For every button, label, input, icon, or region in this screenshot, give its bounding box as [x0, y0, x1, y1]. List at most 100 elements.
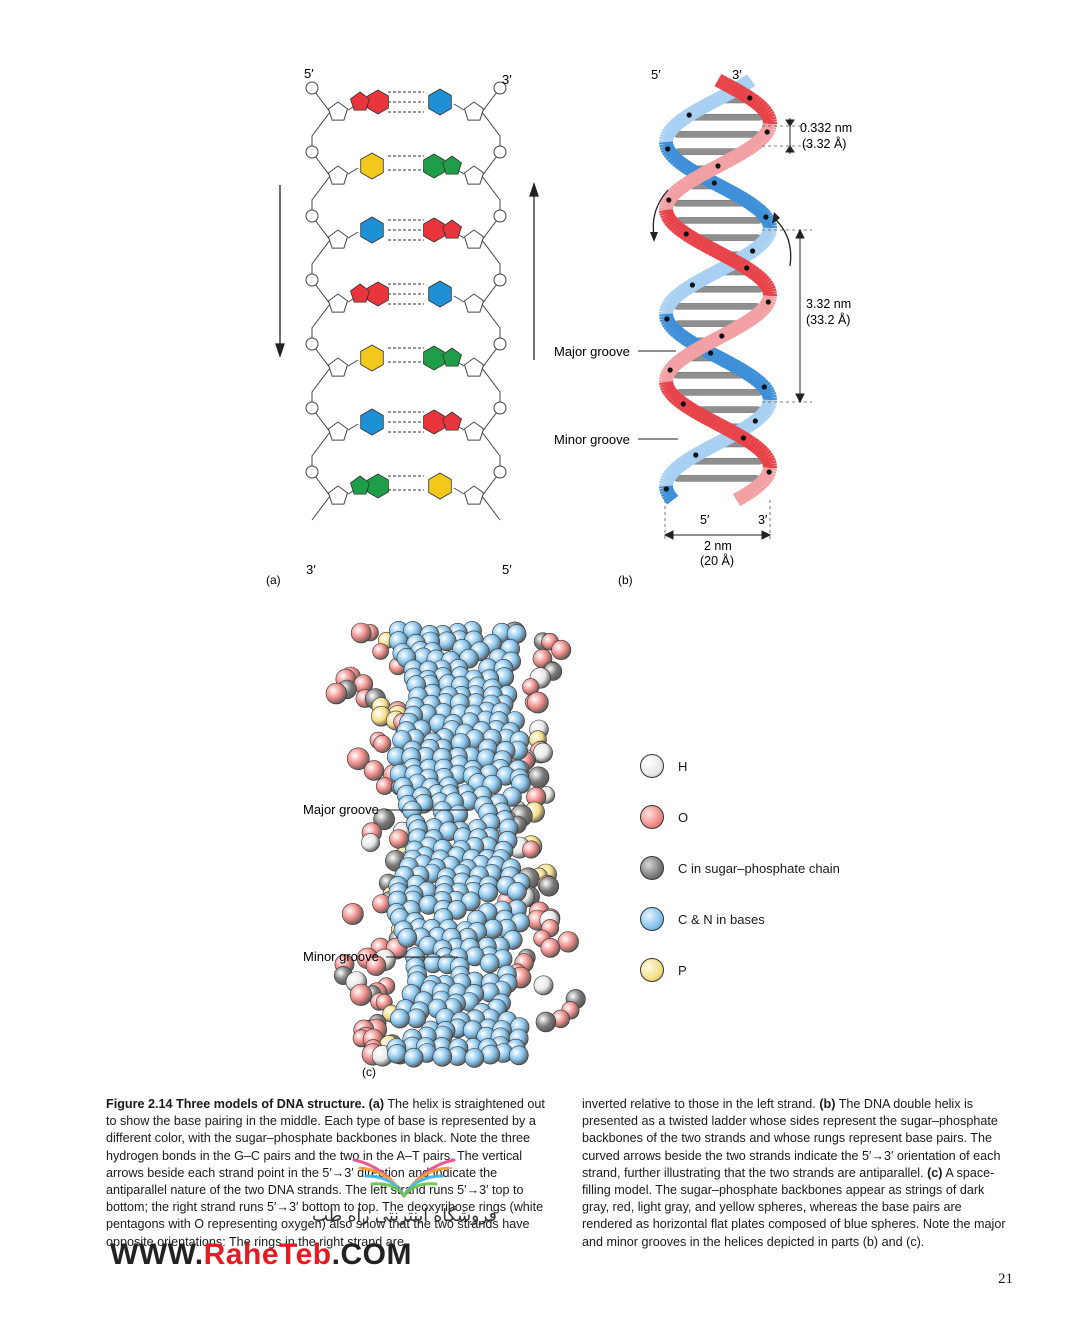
- strand-segment: [663, 470, 677, 481]
- atom-sphere: [375, 777, 394, 795]
- purine-ring: [442, 155, 462, 175]
- strand-segment: [742, 142, 754, 156]
- sugar-pentagon: [463, 165, 485, 185]
- purine-ring: [367, 281, 389, 307]
- strand-segment: [665, 149, 679, 161]
- watermark-url[interactable]: WWW.RaheTeb.COM: [110, 1238, 412, 1272]
- pyrimidine-ring: [360, 408, 384, 436]
- phosphate-circle: [493, 401, 507, 415]
- panel-a-bottom-right-label: 5′: [502, 562, 512, 577]
- strand-segment: [729, 254, 741, 269]
- strand-segment: [742, 486, 754, 500]
- strand-segment: [725, 79, 737, 95]
- panel-c-space-filling: Major groove Minor groove (c): [303, 621, 586, 1079]
- strand-segment: [668, 219, 681, 232]
- strand-segment: [750, 308, 763, 322]
- caption-part-a-marker: (a): [368, 1097, 385, 1111]
- strand-segment: [663, 320, 677, 331]
- atom-sphere: [464, 1048, 485, 1068]
- strand-segment: [712, 349, 724, 365]
- legend-sphere-o: [640, 805, 664, 829]
- strand-segment: [762, 229, 777, 237]
- strand-segment: [686, 450, 698, 465]
- strand-segment: [670, 356, 683, 370]
- legend-label-o: O: [678, 809, 689, 825]
- pyrimidine-ring: [428, 88, 452, 116]
- strand-direction-arrows: [275, 181, 539, 360]
- atom-sphere: [349, 983, 373, 1006]
- legend-label-c-n-bases: C & N in bases: [678, 911, 765, 927]
- strand-segment: [701, 269, 712, 285]
- glycosidic-bond: [347, 423, 359, 431]
- strand-segment: [679, 178, 691, 192]
- strand-segment: [740, 420, 753, 434]
- atom-sphere: [347, 747, 370, 771]
- phosphate-circle: [493, 209, 507, 223]
- strand-segment: [745, 436, 757, 450]
- strand-segment: [673, 354, 686, 368]
- legend-item-o: O: [640, 802, 688, 832]
- strand-segment: [685, 174, 697, 188]
- sugar-pentagon: [463, 485, 485, 505]
- strand-segment: [668, 187, 681, 200]
- sugar-pentagon: [327, 485, 349, 505]
- sugar-pentagon: [327, 293, 349, 313]
- strand-segment: [736, 258, 748, 273]
- phosphate-dot: [693, 452, 699, 458]
- strand-segment: [708, 265, 720, 281]
- atom-sphere: [532, 742, 553, 763]
- legend-label-c-sugar: C in sugar–phosphate chain: [678, 860, 840, 876]
- strand-segment: [665, 295, 679, 307]
- strand-segment: [759, 300, 774, 310]
- strand-segment: [692, 406, 704, 421]
- purine-ring: [350, 283, 370, 303]
- atom-sphere: [509, 1045, 529, 1066]
- phosphate-circle: [493, 81, 507, 95]
- pyrimidine-ring: [360, 216, 384, 244]
- strand-segment: [663, 148, 677, 159]
- strand-segment: [680, 160, 692, 174]
- strand-segment: [660, 131, 675, 139]
- phosphate-dot: [667, 367, 673, 373]
- strand-segment: [701, 97, 712, 113]
- glycosidic-bond: [453, 487, 465, 495]
- strand-segment: [725, 423, 737, 439]
- sugar-pentagon: [463, 357, 485, 377]
- purine-ring: [423, 409, 445, 435]
- watermark-book-logo: [352, 1158, 456, 1198]
- phosphate-dot: [740, 435, 747, 441]
- watermark-url-suffix: .COM: [331, 1238, 412, 1271]
- strand-segment: [725, 323, 737, 339]
- atom-sphere: [533, 975, 554, 996]
- strand-segment: [734, 362, 746, 377]
- phosphate-circle: [305, 465, 319, 479]
- legend-item-c-n-bases: C & N in bases: [640, 904, 765, 934]
- phosphate-circle: [305, 273, 319, 287]
- strand-segment: [732, 148, 744, 163]
- strand-segment: [754, 205, 767, 218]
- strand-segment: [727, 358, 739, 373]
- strand-segment: [731, 360, 743, 375]
- strand-segment: [669, 153, 682, 166]
- strand-segment: [662, 490, 676, 500]
- strand-segment: [720, 259, 731, 275]
- strand-segment: [665, 123, 679, 135]
- purine-ring: [350, 91, 370, 111]
- phosphate-circle: [493, 337, 507, 351]
- strand-segment: [760, 454, 775, 464]
- strand-segment: [718, 155, 730, 171]
- atom-sphere: [373, 808, 395, 830]
- legend-sphere-c-n-bases: [640, 907, 664, 931]
- strand-segment: [732, 428, 744, 443]
- strand-segment: [683, 452, 695, 466]
- strand-segment: [666, 189, 679, 201]
- phosphate-dot: [686, 112, 692, 118]
- strand-segment: [670, 220, 683, 234]
- base-pair-rung: [676, 389, 763, 396]
- purine-ring: [442, 347, 462, 367]
- strand-segment: [703, 239, 714, 255]
- strand-segment: [714, 417, 726, 433]
- strand-segment: [673, 182, 686, 196]
- strand-segment: [704, 267, 716, 283]
- width-value: 2 nm: [704, 539, 732, 553]
